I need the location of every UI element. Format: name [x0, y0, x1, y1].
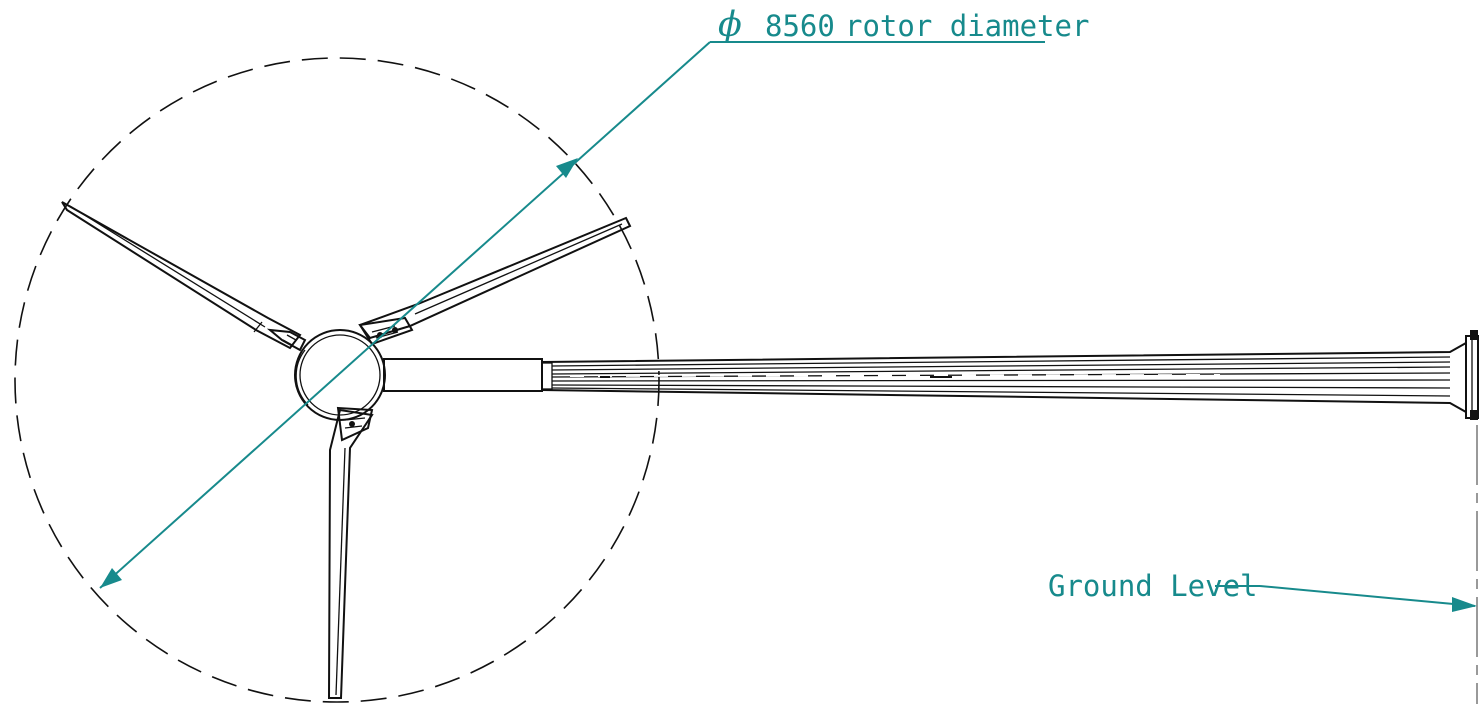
rotor-diameter-dimension: ϕ 8560 rotor diameter [99, 5, 1089, 589]
nacelle [383, 358, 543, 392]
tower [541, 330, 1479, 420]
ground-level-callout: Ground Level [1048, 569, 1477, 612]
diameter-label: rotor diameter [845, 9, 1089, 43]
rotor-swept-circle [14, 57, 660, 703]
blade-lower [327, 406, 374, 699]
rotor-hub [294, 329, 386, 421]
diameter-value: 8560 [765, 9, 835, 43]
blade-upper-left [61, 201, 307, 352]
diameter-symbol: ϕ [718, 5, 742, 45]
blade-upper-right [358, 216, 632, 346]
